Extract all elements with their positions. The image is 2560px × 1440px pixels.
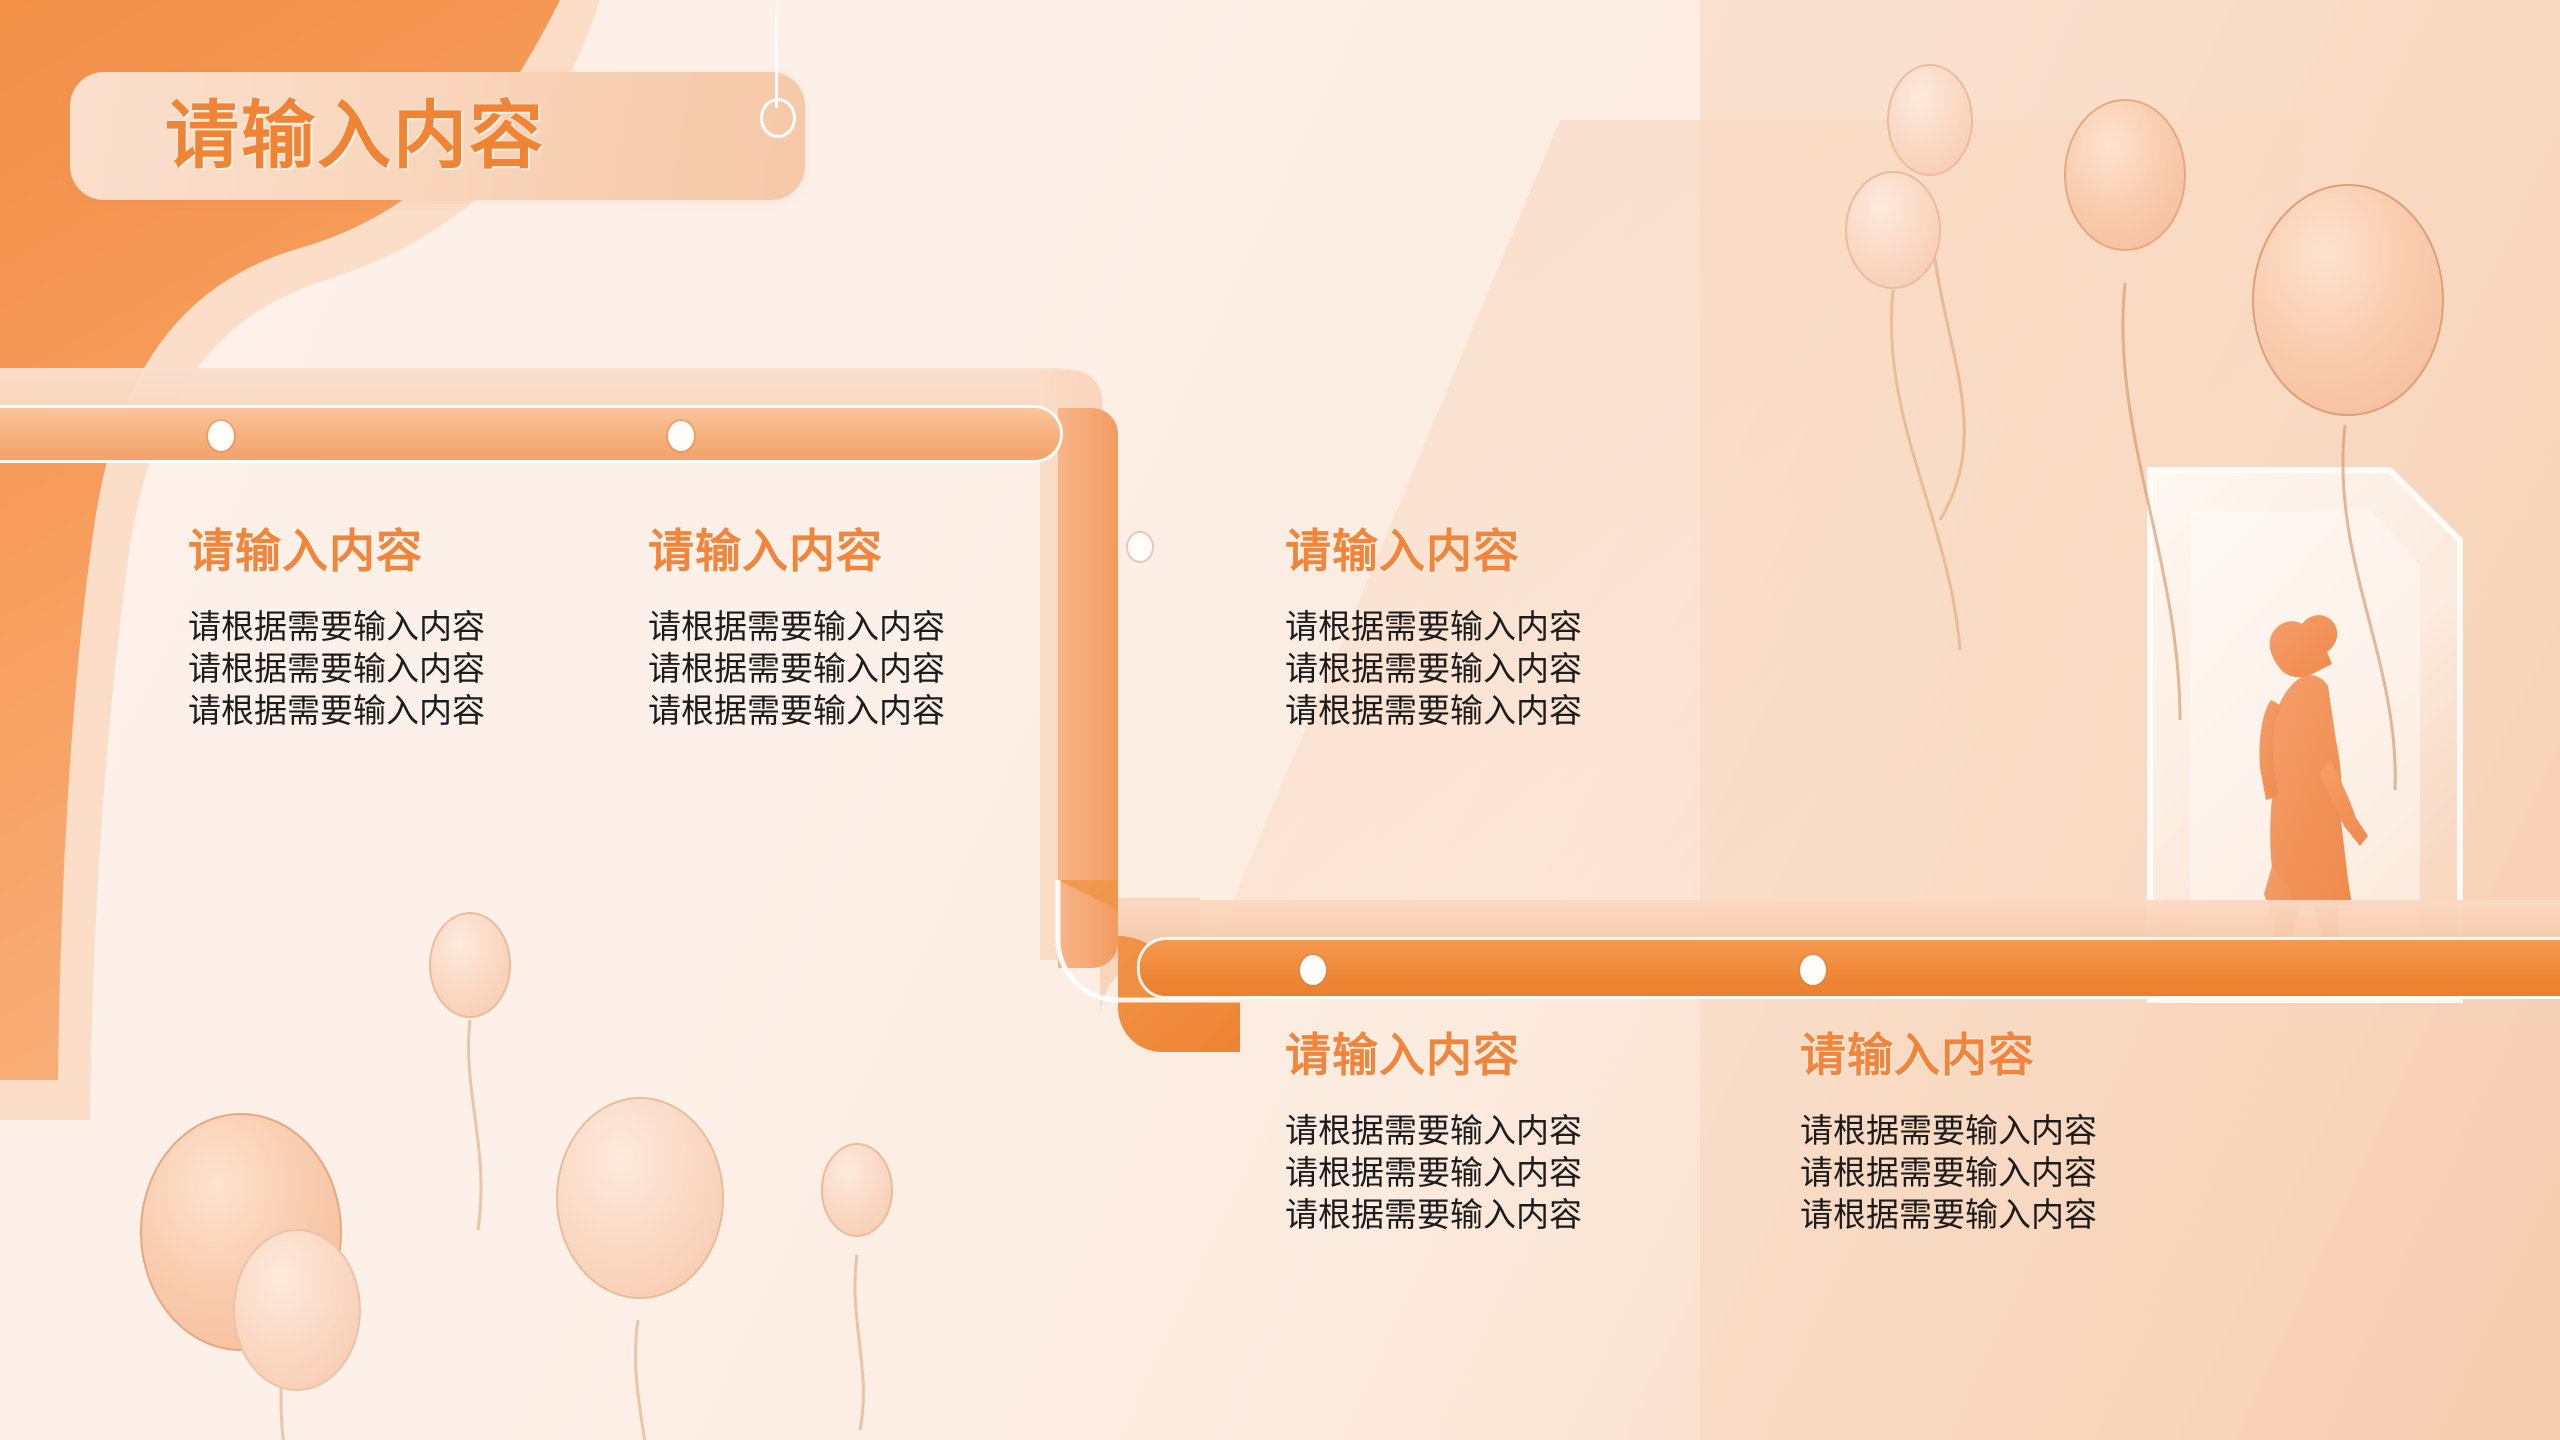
title-badge: 请输入内容 [70, 72, 805, 200]
timeline-vertical-track [1058, 408, 1118, 968]
timeline-marker-dot[interactable] [208, 421, 234, 451]
timeline-marker-dot[interactable] [1800, 955, 1826, 985]
content-column-3: 请输入内容 请根据需要输入内容 请根据需要输入内容 请根据需要输入内容 [1285, 528, 1582, 732]
balloon-icon [2252, 184, 2444, 416]
column-line: 请根据需要输入内容 [1800, 1153, 2097, 1191]
column-line: 请根据需要输入内容 [1800, 1112, 2097, 1149]
page-title: 请输入内容 [165, 94, 545, 177]
column-line: 请根据需要输入内容 [1285, 608, 1582, 645]
corner-swoosh [0, 0, 560, 1080]
timeline-marker-dot[interactable] [668, 421, 694, 451]
column-line: 请根据需要输入内容 [188, 691, 485, 729]
column-heading: 请输入内容 [1285, 1029, 1520, 1081]
column-heading: 请输入内容 [648, 525, 883, 577]
column-body: 请根据需要输入内容 请根据需要输入内容 请根据需要输入内容 [648, 606, 945, 732]
content-column-2: 请输入内容 请根据需要输入内容 请根据需要输入内容 请根据需要输入内容 [648, 528, 945, 732]
corner-swoosh-soft [0, 0, 600, 1120]
balloon-group-top-right [1845, 64, 2444, 791]
balloon-icon [429, 912, 511, 1018]
column-line: 请根据需要输入内容 [648, 691, 945, 729]
balloon-icon [1845, 171, 1941, 289]
title-hanger-ring-icon [760, 98, 796, 138]
balloon-icon [556, 1097, 724, 1299]
timeline-marker-dot[interactable] [1128, 533, 1152, 561]
balloon-icon [2064, 99, 2186, 251]
light-beam [1200, 120, 2300, 980]
content-column-5: 请输入内容 请根据需要输入内容 请根据需要输入内容 请根据需要输入内容 [1800, 1032, 2097, 1236]
column-line: 请根据需要输入内容 [188, 608, 485, 645]
column-line: 请根据需要输入内容 [1285, 1112, 1582, 1149]
column-body: 请根据需要输入内容 请根据需要输入内容 请根据需要输入内容 [1800, 1110, 2097, 1236]
content-column-1: 请输入内容 请根据需要输入内容 请根据需要输入内容 请根据需要输入内容 [188, 528, 485, 732]
balloon-icon [821, 1143, 893, 1237]
column-line: 请根据需要输入内容 [648, 649, 945, 687]
timeline-marker-dot[interactable] [1300, 955, 1326, 985]
column-body: 请根据需要输入内容 请根据需要输入内容 请根据需要输入内容 [1285, 1110, 1582, 1236]
column-heading: 请输入内容 [1800, 1029, 2035, 1081]
title-hanger-line [775, 0, 778, 108]
column-body: 请根据需要输入内容 请根据需要输入内容 请根据需要输入内容 [188, 606, 485, 732]
column-line: 请根据需要输入内容 [1285, 649, 1582, 687]
timeline-upper-track [0, 408, 1060, 460]
balloon-group-bottom-left [140, 912, 893, 1440]
column-line: 请根据需要输入内容 [1800, 1195, 2097, 1233]
balloon-icon [1887, 64, 1973, 176]
column-heading: 请输入内容 [188, 525, 423, 577]
balloon-icon [233, 1229, 361, 1391]
column-line: 请根据需要输入内容 [1285, 1195, 1582, 1233]
column-line: 请根据需要输入内容 [188, 649, 485, 687]
content-column-4: 请输入内容 请根据需要输入内容 请根据需要输入内容 请根据需要输入内容 [1285, 1032, 1582, 1236]
column-heading: 请输入内容 [1285, 525, 1520, 577]
column-body: 请根据需要输入内容 请根据需要输入内容 请根据需要输入内容 [1285, 606, 1582, 732]
column-line: 请根据需要输入内容 [1285, 691, 1582, 729]
timeline-lower-track [1140, 940, 2560, 996]
column-line: 请根据需要输入内容 [1285, 1153, 1582, 1191]
column-line: 请根据需要输入内容 [648, 608, 945, 645]
